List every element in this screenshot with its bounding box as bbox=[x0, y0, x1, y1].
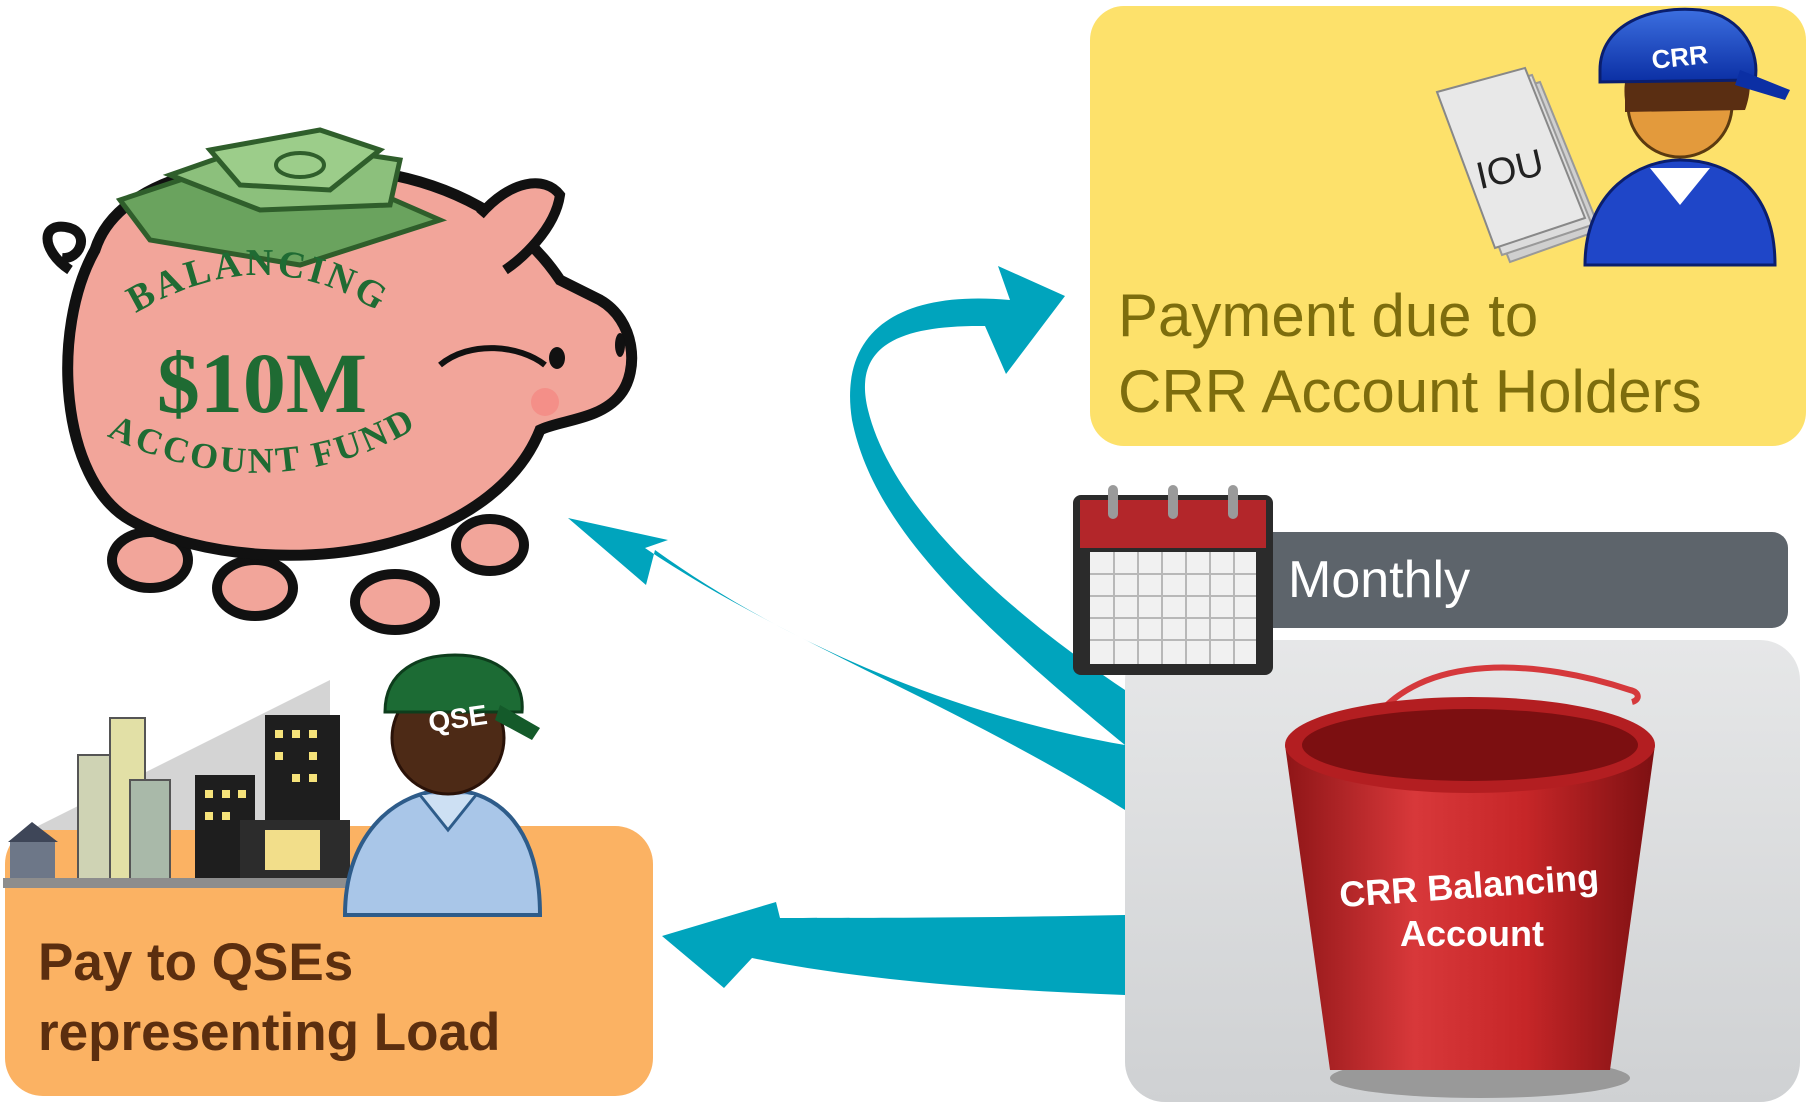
monthly-label: Monthly bbox=[1288, 551, 1471, 609]
crr-payment-label: Payment due to CRR Account Holders bbox=[1118, 278, 1788, 430]
qse-payment-line-1: Pay to QSEs bbox=[38, 933, 354, 992]
qse-payment-label: Pay to QSEs representing Load bbox=[38, 928, 658, 1068]
arrow-to-crr bbox=[850, 266, 1125, 745]
qse-payment-line-2: representing Load bbox=[38, 1003, 501, 1062]
qse-person-icon: QSE bbox=[342, 653, 543, 917]
crr-payment-box bbox=[1090, 6, 1806, 446]
crr-person-icon: CRR bbox=[1583, 7, 1790, 267]
monthly-bar bbox=[1180, 532, 1788, 628]
bucket-label-2: Account bbox=[1400, 913, 1544, 954]
iou-paper-icon: IOU bbox=[1435, 66, 1602, 264]
crr-payment-line-1: Payment due to bbox=[1118, 282, 1539, 349]
arrow-to-piggy bbox=[568, 518, 1125, 810]
arrow-to-qse bbox=[662, 902, 1125, 995]
piggy-amount: $10M bbox=[157, 335, 367, 431]
bucket-icon: CRR Balancing Account bbox=[1285, 664, 1655, 1098]
money-icon bbox=[115, 127, 448, 268]
flow-arrows bbox=[568, 266, 1125, 995]
crr-payment-line-2: CRR Account Holders bbox=[1118, 358, 1702, 425]
piggy-bank-icon: BALANCING $10M ACCOUNT FUND bbox=[42, 127, 638, 635]
crr-cap-text: CRR bbox=[1650, 39, 1709, 75]
calendar-icon bbox=[1073, 485, 1273, 675]
city-icon bbox=[3, 680, 363, 888]
